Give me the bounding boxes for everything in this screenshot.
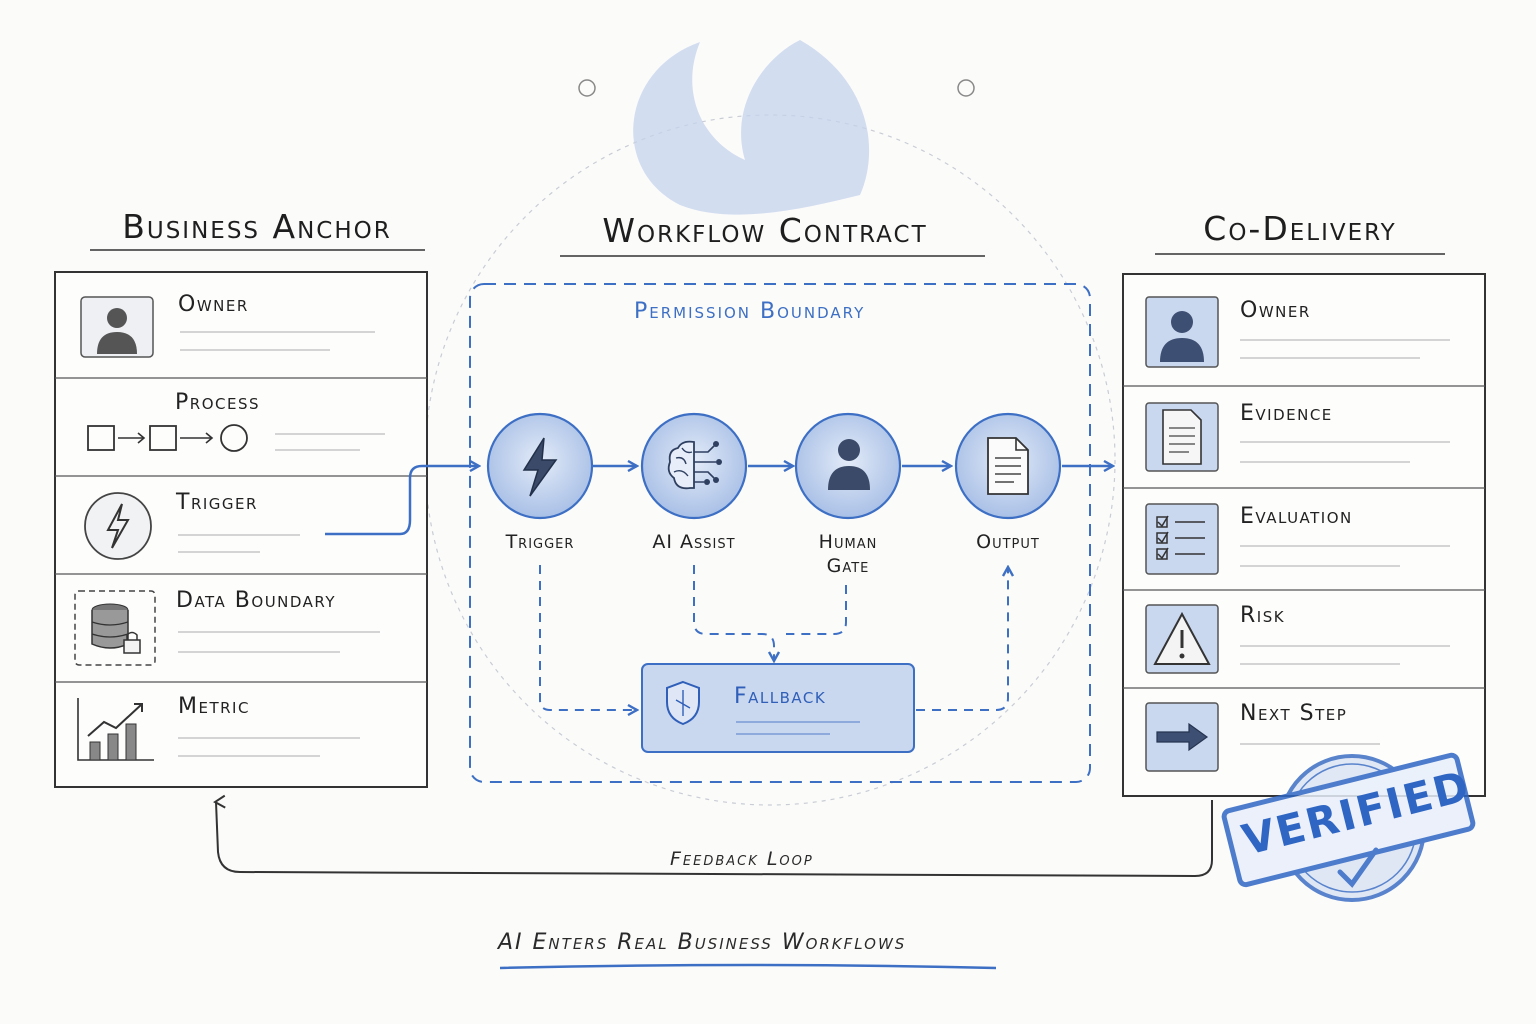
document-icon <box>987 437 1029 495</box>
right-item-risk-label: Risk <box>1240 603 1286 628</box>
left-column-title: Business Anchor <box>122 207 392 246</box>
right-item-owner-label: Owner <box>1240 298 1311 323</box>
verified-stamp-graphic <box>1221 752 1476 902</box>
person-icon <box>828 439 870 490</box>
right-item-evaluation-label: Evaluation <box>1240 504 1353 529</box>
small-ring-left <box>578 79 596 97</box>
shield-icon <box>666 680 700 726</box>
left-item-process-label: Process <box>175 390 260 415</box>
right-column-title: Co-Delivery <box>1203 209 1397 248</box>
warning-icon <box>1145 604 1219 674</box>
fallback-label: Fallback <box>734 684 827 709</box>
permission-boundary-box <box>469 283 1091 783</box>
lightning-icon <box>522 437 558 497</box>
crescent-decoration <box>633 40 870 215</box>
left-item-metric-label: Metric <box>178 694 250 719</box>
left-item-trigger-label: Trigger <box>176 490 258 515</box>
left-item-data-boundary-label: Data Boundary <box>176 588 337 613</box>
bar-chart-trend-icon <box>77 698 154 761</box>
node-ai-assist-label: AI Assist <box>652 531 736 553</box>
node-human-gate-label: Human Gate <box>818 531 878 577</box>
database-lock-icon <box>74 590 156 666</box>
lightning-icon <box>84 492 152 560</box>
left-item-owner-label: Owner <box>178 292 249 317</box>
person-icon <box>80 296 154 358</box>
node-trigger-label: Trigger <box>505 531 575 553</box>
right-item-next-step-label: Next Step <box>1240 701 1348 726</box>
right-item-evidence-label: Evidence <box>1240 401 1333 426</box>
permission-boundary-label: Permission Boundary <box>634 299 866 324</box>
node-output-label: Output <box>976 531 1040 553</box>
document-icon <box>1145 402 1219 472</box>
footer-caption: AI Enters Real Business Workflows <box>498 930 907 955</box>
feedback-loop-label: Feedback Loop <box>666 848 818 870</box>
center-column-title: Workflow Contract <box>602 211 928 250</box>
process-flow-icon <box>87 424 248 452</box>
person-icon <box>1145 296 1219 368</box>
fallback-box <box>641 663 915 753</box>
checklist-icon <box>1145 503 1219 575</box>
arrow-right-icon <box>1145 702 1219 772</box>
small-ring-right <box>957 79 975 97</box>
node-human-circle <box>794 412 902 520</box>
brain-circuit-icon <box>667 440 722 490</box>
